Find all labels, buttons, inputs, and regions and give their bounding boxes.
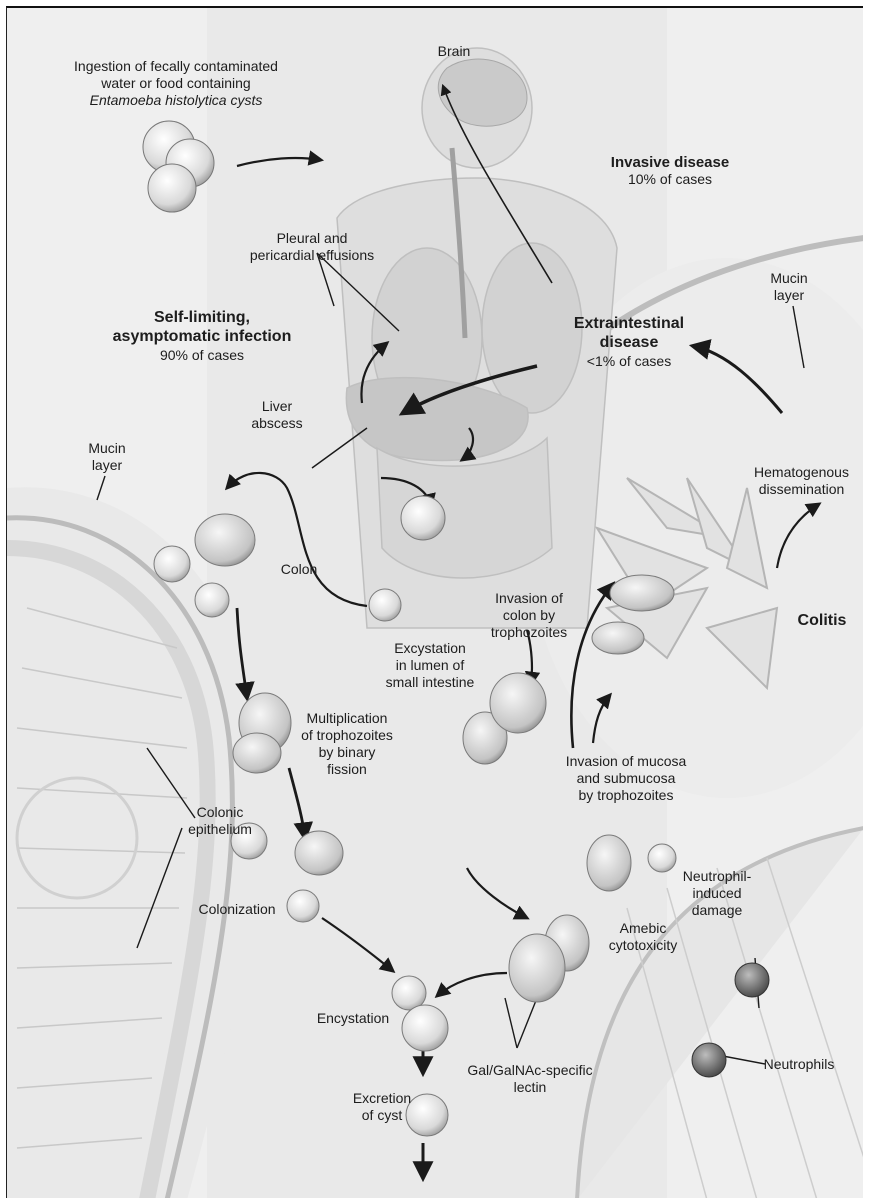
amebic-cytotoxicity-label: Amebic cytotoxicity: [593, 920, 693, 954]
lectin-label: Gal/GalNAc-specific lectin: [455, 1062, 605, 1096]
invasive-disease-label: Invasive disease 10% of cases: [585, 154, 755, 188]
mucin-layer-right-label: Mucin layer: [749, 270, 829, 304]
encystation-label: Encystation: [303, 1010, 403, 1027]
extraintestinal-disease-label: Extraintestinal disease <1% of cases: [545, 314, 713, 371]
liver-abscess-label: Liver abscess: [237, 398, 317, 432]
hematogenous-dissemination-label: Hematogenous dissemination: [739, 464, 863, 498]
excretion-label: Excretion of cyst: [337, 1090, 427, 1124]
mucin-layer-left-label: Mucin layer: [72, 440, 142, 474]
ingestion-label: Ingestion of fecally contaminated water …: [37, 58, 315, 109]
colon-label: Colon: [269, 561, 329, 578]
multiplication-label: Multiplication of trophozoites by binary…: [277, 710, 417, 778]
self-limiting-label: Self-limiting, asymptomatic infection 90…: [82, 308, 322, 365]
brain-label: Brain: [419, 43, 489, 60]
colonization-label: Colonization: [182, 901, 292, 918]
diagram-frame: Ingestion of fecally contaminated water …: [6, 6, 863, 1198]
colonic-epithelium-label: Colonic epithelium: [175, 804, 265, 838]
neutrophil-damage-label: Neutrophil- induced damage: [667, 868, 767, 919]
invasion-mucosa-label: Invasion of mucosa and submucosa by trop…: [541, 753, 711, 804]
colitis-label: Colitis: [787, 611, 857, 630]
excystation-label: Excystation in lumen of small intestine: [365, 640, 495, 691]
pleural-effusions-label: Pleural and pericardial effusions: [212, 230, 412, 264]
invasion-colon-label: Invasion of colon by trophozoites: [469, 590, 589, 641]
neutrophils-label: Neutrophils: [749, 1056, 849, 1073]
